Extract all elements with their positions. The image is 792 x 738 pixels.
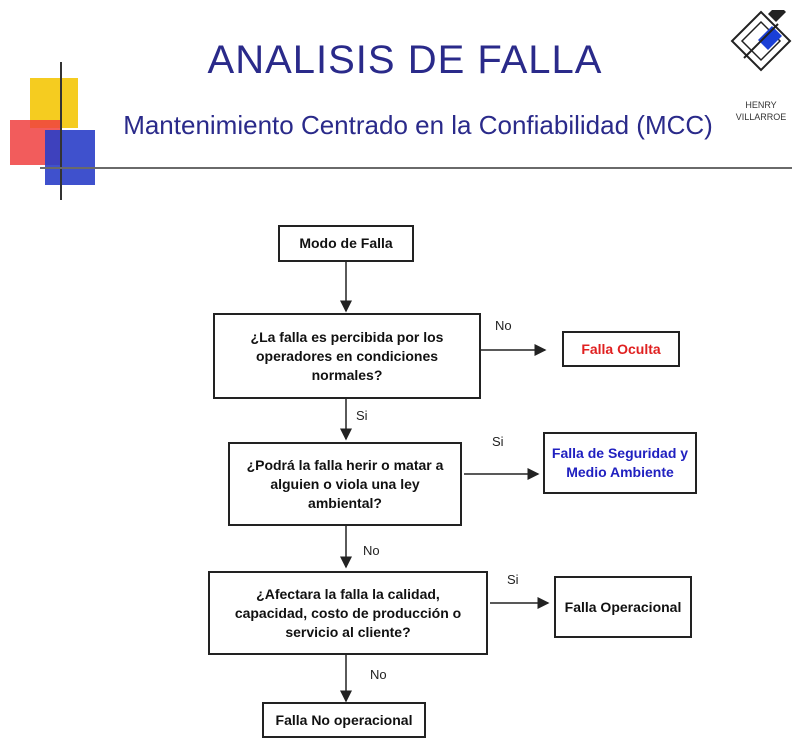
logo-name-line1: HENRY	[745, 100, 777, 110]
label-q2-no: No	[363, 543, 380, 558]
header-divider	[40, 167, 792, 169]
q1-line-3: normales?	[311, 366, 383, 383]
page-title: ANALISIS DE FALLA	[207, 38, 603, 82]
node-falla-operacional: Falla Operacional	[554, 576, 692, 638]
henry-villarroel-logo	[730, 10, 792, 72]
decorative-vertical-line	[60, 62, 62, 200]
node-falla-seguridad: Falla de Seguridad y Medio Ambiente	[543, 432, 697, 494]
node-falla-oculta: Falla Oculta	[562, 331, 680, 367]
node-question-afectara: ¿Afectara la falla la calidad, capacidad…	[208, 571, 488, 655]
q1-line-1: ¿La falla es percibida por los	[250, 328, 444, 345]
label-q2-si: Si	[492, 434, 504, 449]
label-q3-si: Si	[507, 572, 519, 587]
q3-line-3: servicio al cliente?	[285, 623, 411, 640]
node-falla-no-operacional: Falla No operacional	[262, 702, 426, 738]
q2-line-3: ambiental?	[308, 494, 382, 511]
label-q1-si: Si	[356, 408, 368, 423]
q2-result-line-1: Falla de Seguridad y	[551, 445, 689, 461]
q1-line-2: operadores en condiciones	[255, 347, 439, 364]
node-question-herir: ¿Podrá la falla herir o matar a alguien …	[228, 442, 462, 526]
page-subtitle: Mantenimiento Centrado en la Confiabilid…	[123, 110, 713, 140]
q2-line-1: ¿Podrá la falla herir o matar a	[246, 456, 444, 473]
node-question-percibida: ¿La falla es percibida por los operadore…	[213, 313, 481, 399]
decorative-blue-square	[45, 130, 95, 185]
label-q1-no: No	[495, 318, 512, 333]
label-q3-no: No	[370, 667, 387, 682]
q2-result-line-2: Medio Ambiente	[566, 464, 674, 480]
decorative-yellow-square	[30, 78, 78, 128]
q3-line-1: ¿Afectara la falla la calidad,	[256, 585, 440, 602]
logo-name-line2: VILLARROE	[735, 112, 787, 122]
q3-line-2: capacidad, costo de producción o	[234, 604, 462, 621]
node-modo-de-falla: Modo de Falla	[278, 225, 414, 262]
q2-line-2: alguien o viola una ley	[270, 475, 420, 492]
